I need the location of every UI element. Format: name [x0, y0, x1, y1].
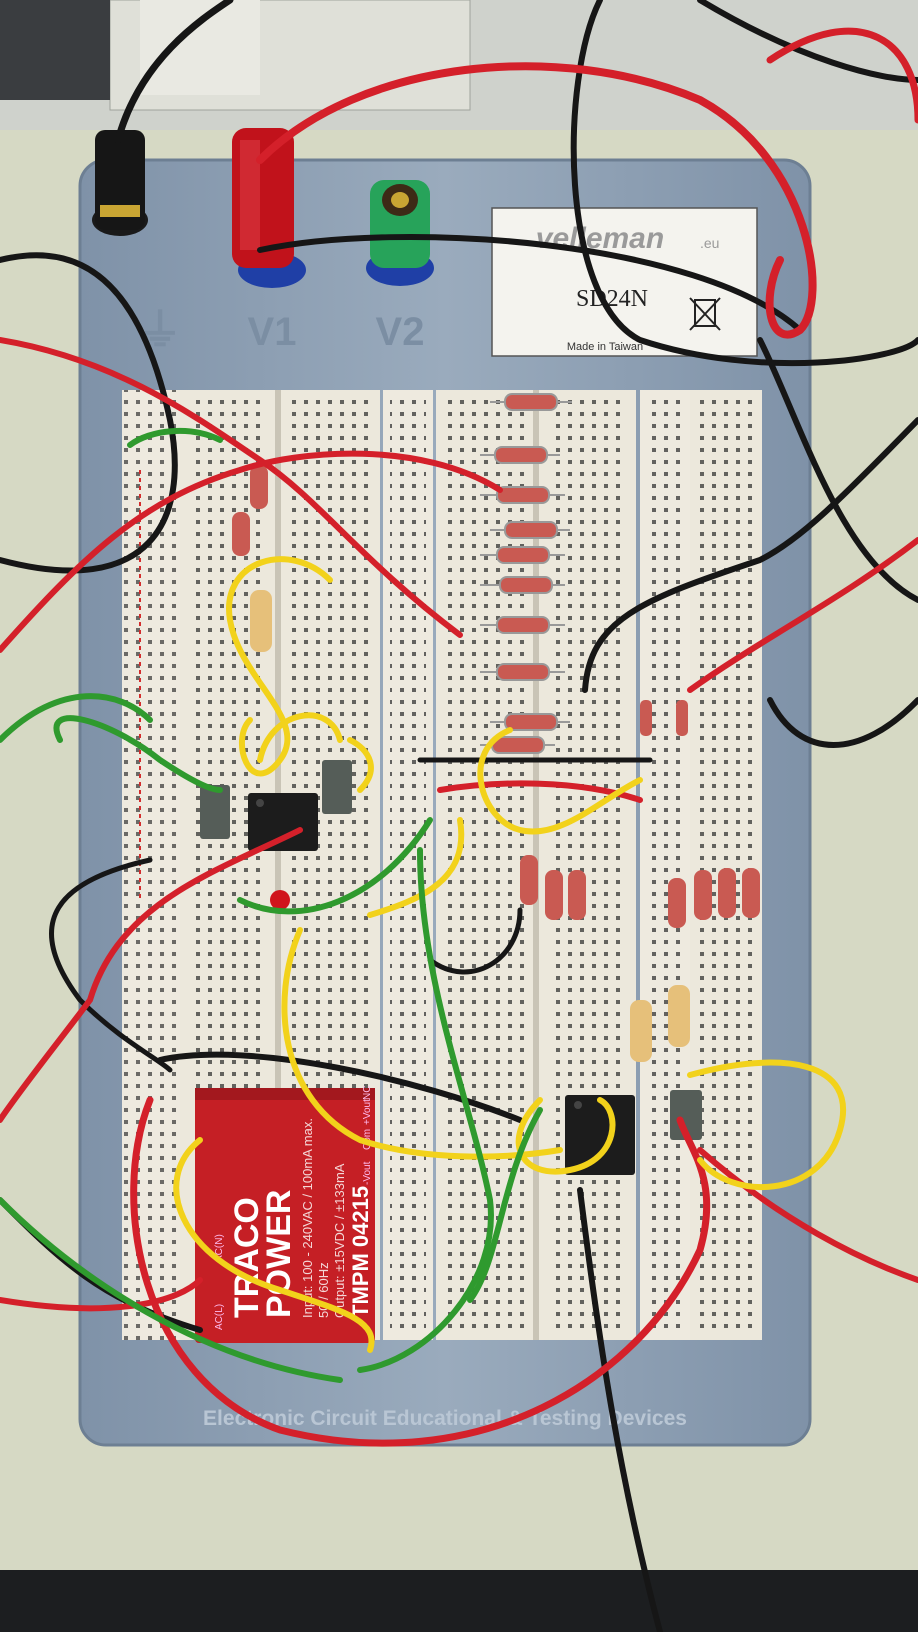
wire-red	[256, 62, 817, 339]
wire-green	[0, 1197, 343, 1383]
wire-black	[757, 337, 918, 603]
module-model: TMPM 04215	[348, 1186, 373, 1318]
origin-label: Made in Taiwan	[567, 341, 643, 353]
v1-terminal[interactable]: V1	[232, 128, 306, 354]
module-pin-vout-neg: -Vout	[362, 1161, 373, 1185]
wire-red	[697, 1147, 918, 1283]
v2-label: V2	[376, 310, 425, 354]
wire-green	[357, 847, 494, 1373]
led-red	[270, 890, 290, 910]
wire-black	[0, 252, 178, 574]
wire-yellow	[347, 737, 374, 793]
model-label: SD24N	[576, 286, 648, 312]
op-amp-chip-left	[248, 793, 318, 851]
weee-bin-icon	[689, 297, 721, 331]
wire-red	[130, 1096, 711, 1447]
ground-terminal[interactable]: ⏚	[92, 130, 182, 355]
brand-suffix: .eu	[700, 235, 719, 251]
wire-black	[157, 1051, 523, 1123]
wire-yellow	[257, 712, 343, 763]
wire-black	[427, 907, 523, 975]
module-pin-vout-pos: +Vout	[362, 1099, 373, 1125]
wire-yellow	[367, 817, 465, 918]
wire-yellow	[173, 1137, 375, 1353]
wire-red	[687, 537, 918, 693]
wire-yellow	[477, 727, 643, 835]
wire-green	[237, 817, 433, 915]
module-brand-top: TRACO	[228, 1197, 266, 1318]
module-brand-bottom: POWER	[260, 1190, 298, 1318]
wire-black	[114, 0, 234, 144]
module-pin-nc: NC	[362, 1086, 373, 1100]
op-amp-chip-right	[565, 1090, 702, 1175]
board-footer-text: Electronic Circuit Educational & Testing…	[203, 1407, 687, 1430]
wire-yellow	[687, 1059, 846, 1190]
wire-yellow	[515, 1097, 616, 1175]
wire-yellow	[281, 927, 563, 1160]
wire-green	[467, 1107, 543, 1303]
wire-red	[0, 337, 463, 638]
module-output-spec: Output: ±15VDC / ±133mA	[332, 1163, 347, 1318]
wire-green	[0, 693, 153, 743]
power-supply-housing	[0, 0, 918, 130]
wire-red	[766, 27, 918, 124]
wire-yellow	[226, 556, 333, 777]
v1-label: V1	[248, 310, 297, 354]
resistor-bank-middle	[232, 465, 760, 1062]
wire-green	[53, 715, 223, 793]
wire-black	[49, 857, 173, 1073]
module-input-spec: Input: 100 - 240VAC / 100mA max.	[300, 1118, 315, 1318]
wire-black	[767, 697, 918, 748]
wire-black	[582, 417, 918, 693]
module-pin-acl: AC(L)	[214, 1304, 225, 1330]
traco-power-module: TRACO POWER Input: 100 - 240VAC / 100mA …	[195, 1086, 375, 1343]
table-edge	[0, 1570, 918, 1632]
ground-symbol-icon: ⏚	[138, 306, 182, 355]
trimmer-left	[200, 760, 352, 839]
wire-red	[0, 450, 503, 653]
resistor-array	[480, 393, 572, 754]
wire-black	[257, 233, 803, 333]
wire-black	[570, 0, 918, 367]
wire-black	[577, 1187, 663, 1632]
wire-black	[697, 0, 918, 83]
wire-red	[0, 827, 303, 1123]
v2-terminal[interactable]: V2	[366, 180, 434, 354]
wire-green	[127, 427, 223, 448]
module-pin-acn: AC(N)	[214, 1234, 225, 1262]
